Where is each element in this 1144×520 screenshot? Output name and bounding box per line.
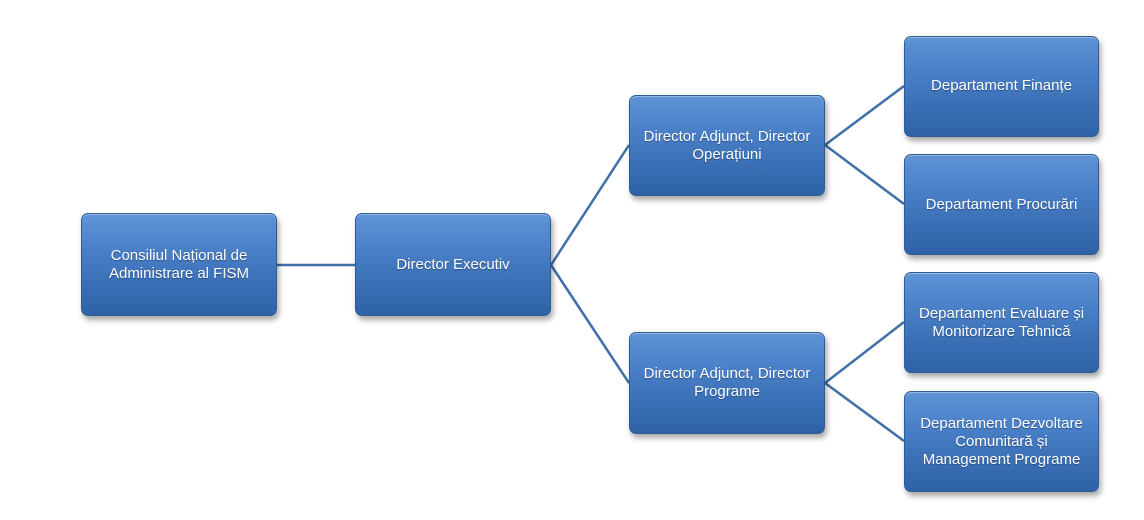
connector-operations-procurement [824, 143, 905, 206]
node-dept-evaluation-label: Departament Evaluare și Monitorizare Teh… [918, 304, 1085, 340]
node-deputy-operations: Director Adjunct, Director Operațiuni [629, 95, 825, 196]
node-root-council-label: Consiliul Național de Administrare al FI… [108, 246, 250, 282]
node-dept-procurement: Departament Procurări [904, 154, 1099, 255]
node-dept-community-label: Departament Dezvoltare Comunitară și Man… [920, 414, 1083, 468]
connector-operations-finance [824, 84, 905, 147]
connector-executive-programs [549, 264, 631, 384]
node-dept-finance: Departament Finanțe [904, 36, 1099, 137]
connector-executive-operations [549, 144, 631, 266]
node-dept-procurement-label: Departament Procurări [925, 195, 1078, 213]
node-deputy-operations-label: Director Adjunct, Director Operațiuni [643, 127, 811, 163]
node-executive-director: Director Executiv [355, 213, 551, 316]
connector-programs-evaluation [824, 321, 905, 384]
connector-programs-community [824, 381, 905, 443]
node-dept-finance-label: Departament Finanțe [931, 77, 1072, 94]
node-executive-director-label: Director Executiv [396, 255, 510, 273]
node-dept-community: Departament Dezvoltare Comunitară și Man… [904, 391, 1099, 492]
node-dept-evaluation: Departament Evaluare și Monitorizare Teh… [904, 272, 1099, 373]
node-deputy-programs-label: Director Adjunct, Director Programe [643, 365, 811, 400]
node-root-council: Consiliul Național de Administrare al FI… [81, 213, 277, 316]
node-deputy-programs: Director Adjunct, Director Programe [629, 332, 825, 434]
